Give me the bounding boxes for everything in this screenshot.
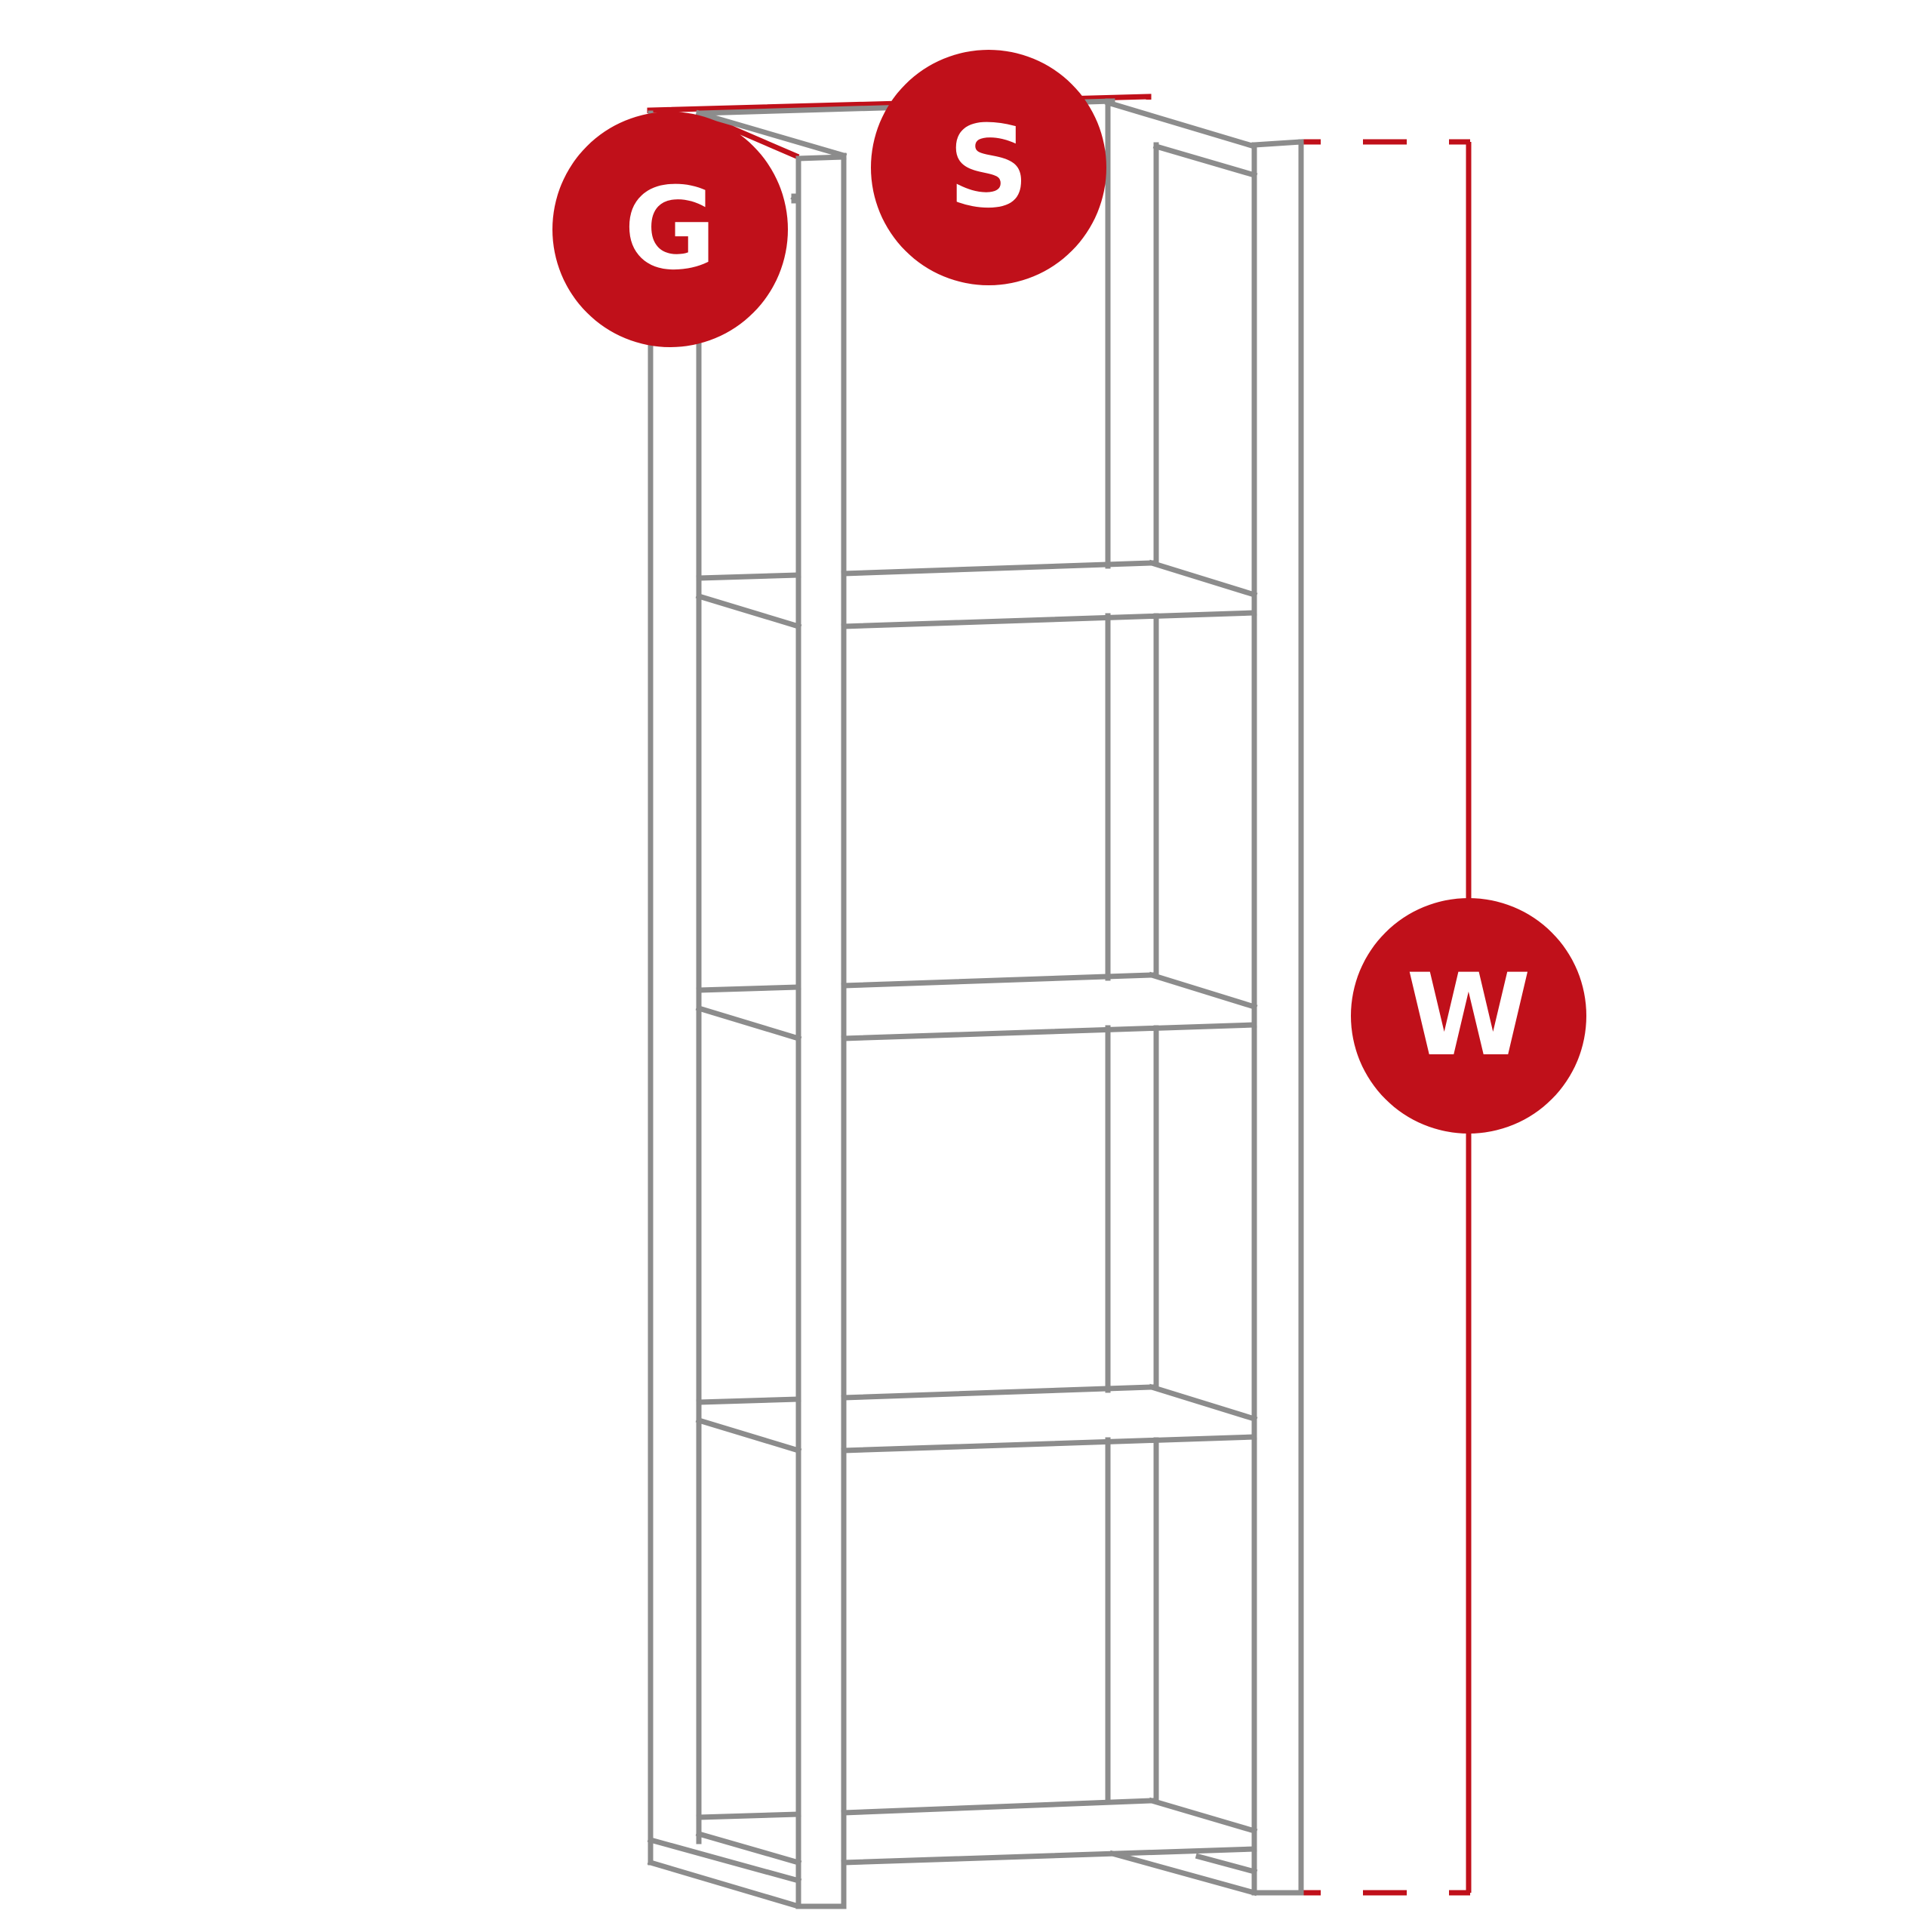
back-uprights-lower bbox=[1105, 1437, 1159, 1804]
shelves-group bbox=[695, 559, 1258, 1805]
height-badge: W bbox=[1351, 898, 1586, 1134]
depth-badge-letter: G bbox=[623, 164, 716, 295]
front-right-upright bbox=[1251, 139, 1304, 1896]
depth-badge-circle bbox=[552, 112, 788, 347]
width-badge-circle bbox=[871, 50, 1106, 285]
height-badge-circle bbox=[1351, 898, 1586, 1134]
depth-badge: G bbox=[552, 112, 788, 347]
height-badge-letter: W bbox=[1406, 950, 1531, 1081]
width-badge: S bbox=[871, 50, 1106, 285]
front-left-upright bbox=[790, 152, 847, 1909]
shelf-1 bbox=[695, 559, 1258, 981]
width-badge-letter: S bbox=[948, 102, 1029, 233]
left-side-panel bbox=[647, 109, 848, 1909]
shelf-3 bbox=[695, 1383, 1258, 1805]
shelf-2 bbox=[695, 971, 1258, 1393]
bottom-base bbox=[695, 1797, 1258, 1897]
